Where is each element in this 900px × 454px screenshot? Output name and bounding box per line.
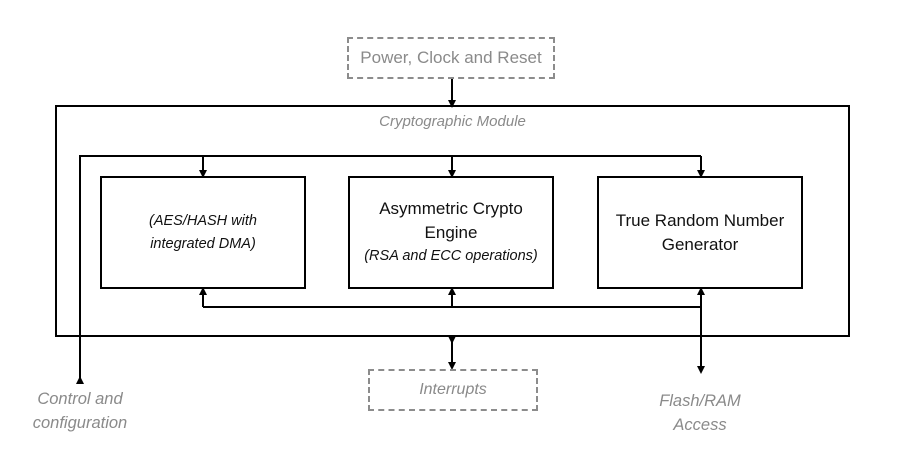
- block3-title: True Random Number Generator: [615, 210, 785, 254]
- asymmetric-crypto-block: Asymmetric Crypto Engine (RSA and ECC op…: [348, 176, 554, 289]
- symmetric-crypto-block: (AES/HASH with integrated DMA): [100, 176, 306, 289]
- flash-ram-label: Flash/RAM Access: [659, 392, 741, 434]
- block1-subtitle: (AES/HASH with integrated DMA): [149, 212, 257, 252]
- trng-block: True Random Number Generator: [597, 176, 803, 289]
- block2-subtitle: (RSA and ECC operations): [364, 248, 538, 264]
- control-config-label: Control and configuration: [32, 390, 128, 432]
- cryptographic-module-label: Cryptographic Module: [379, 113, 526, 130]
- block2-title: Asymmetric Crypto Engine: [379, 199, 523, 242]
- power-clock-reset-label: Power, Clock and Reset: [360, 48, 542, 67]
- interrupts-box: Interrupts: [368, 369, 538, 411]
- power-clock-reset-box: Power, Clock and Reset: [347, 37, 555, 79]
- cryptographic-module-box: [55, 105, 850, 337]
- interrupts-label: Interrupts: [419, 381, 487, 398]
- control-bus: [76, 155, 701, 384]
